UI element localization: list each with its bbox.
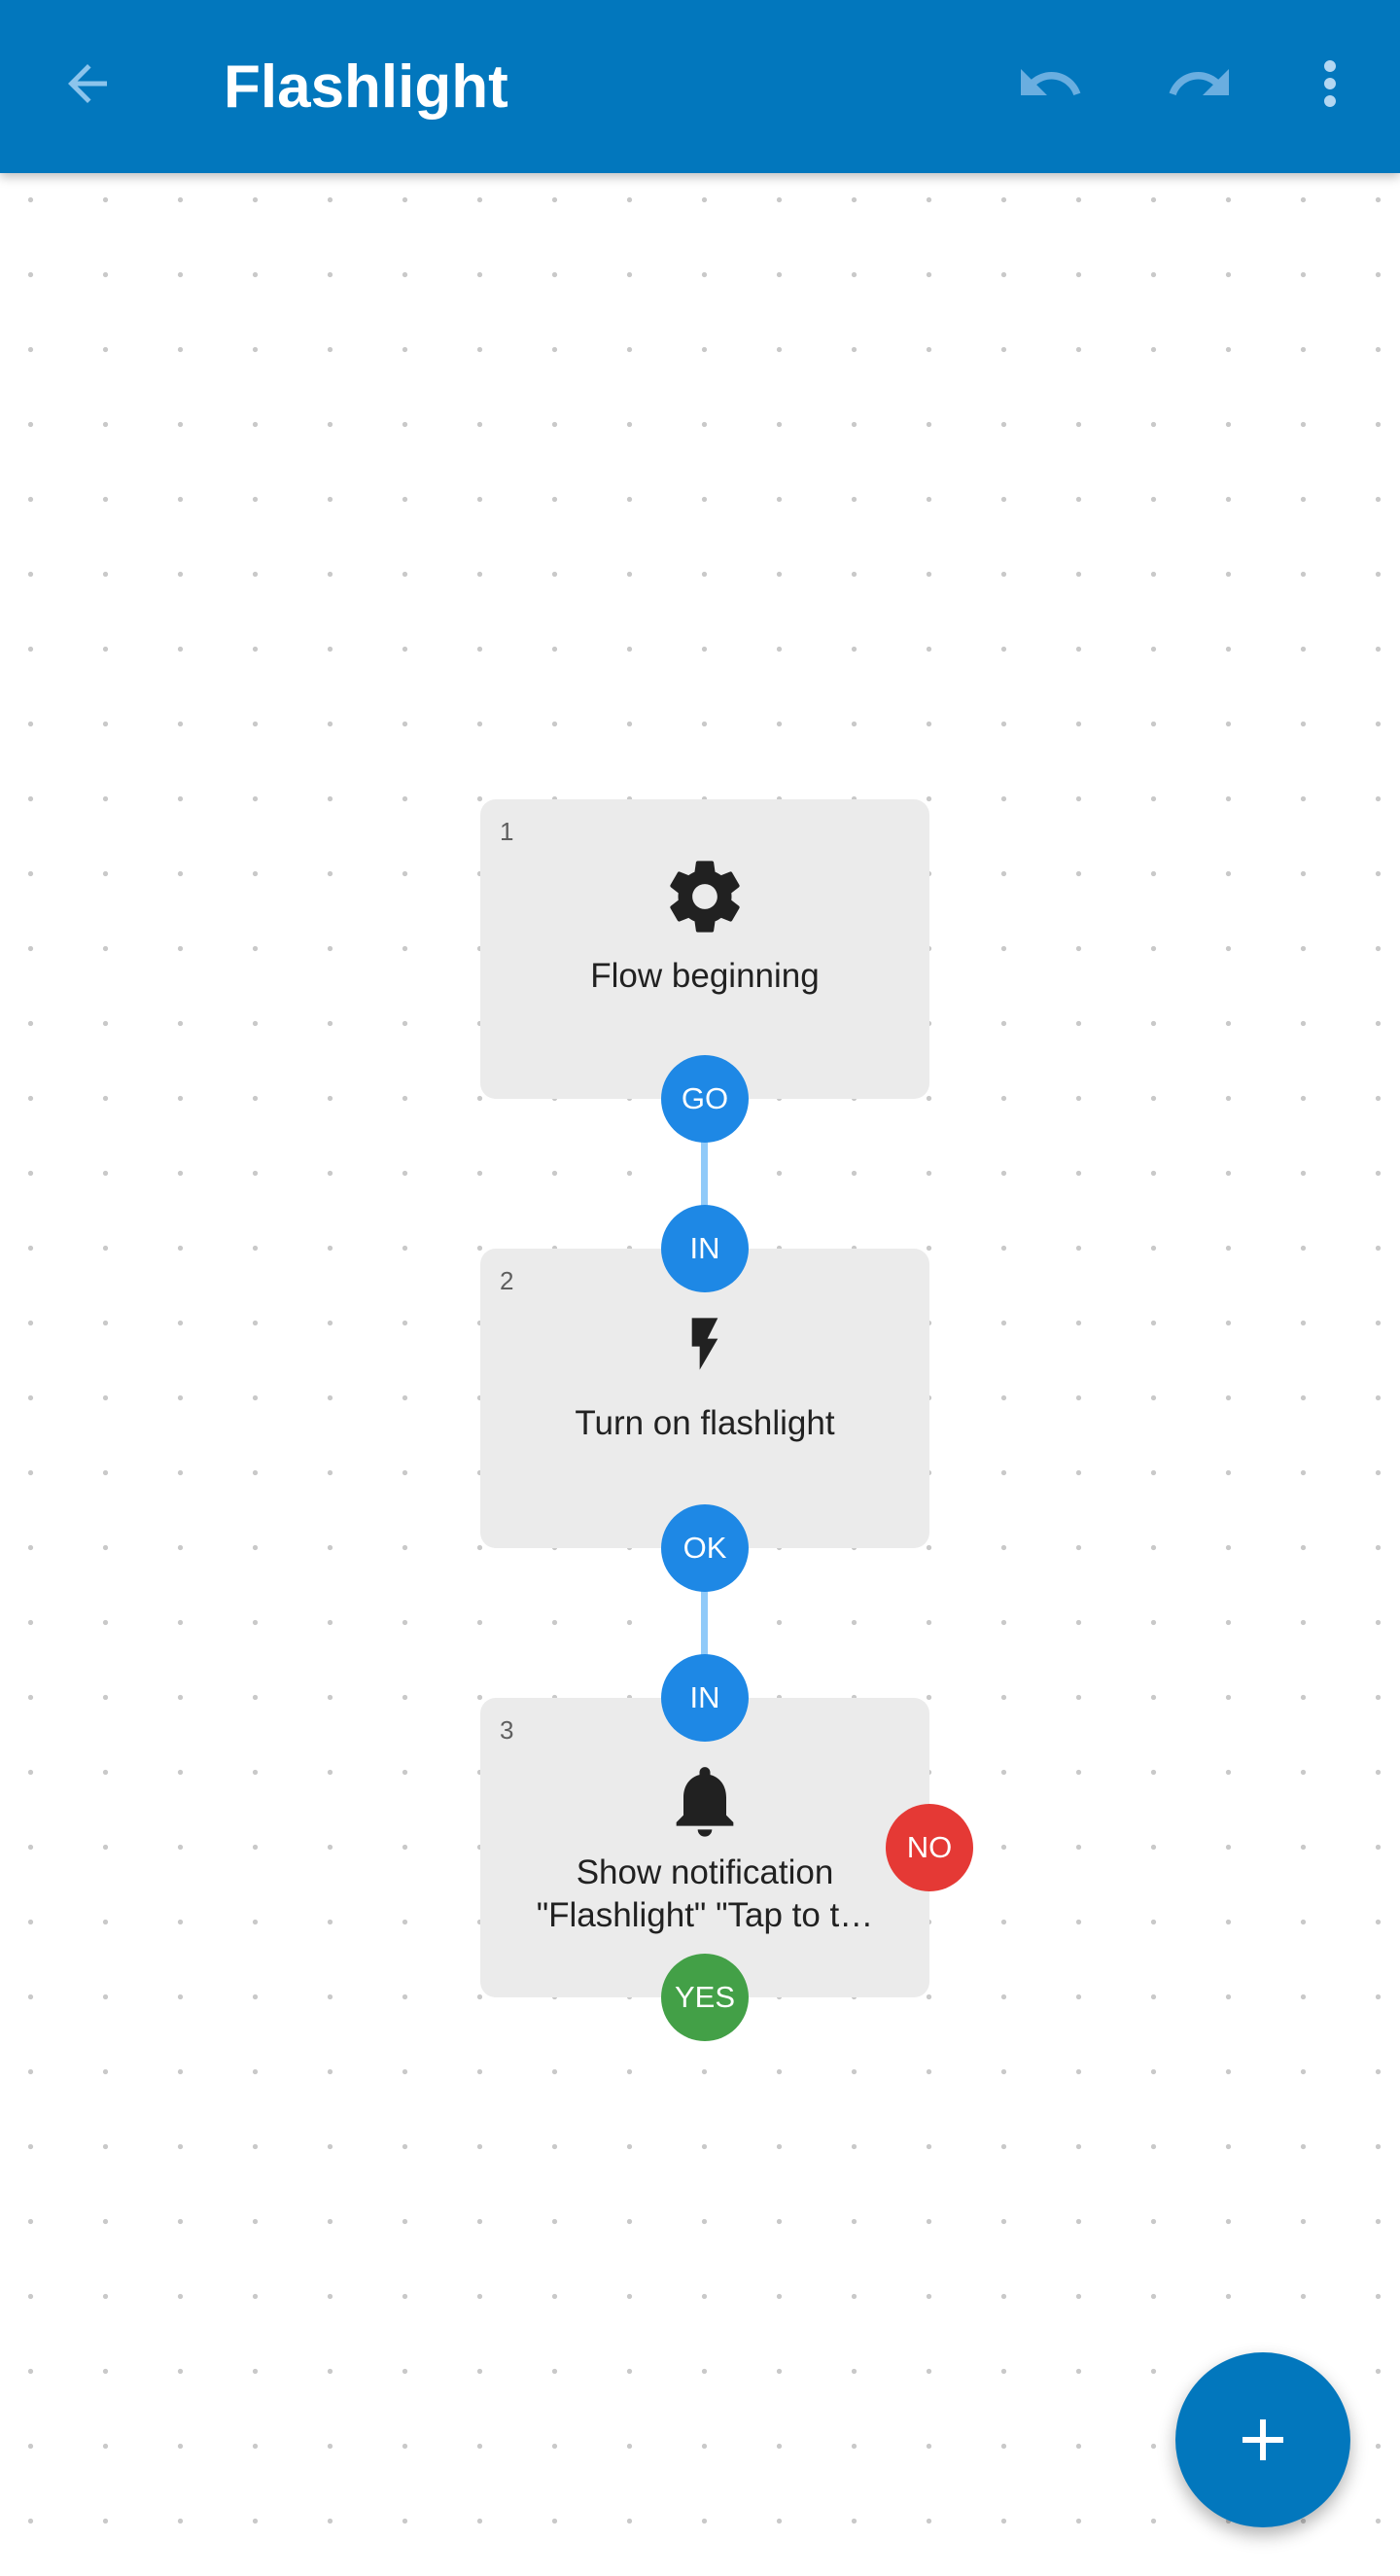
port-yes[interactable]: YES — [661, 1954, 749, 2041]
node-label: Turn on flashlight — [575, 1404, 835, 1442]
flow-node-3[interactable]: 3 Show notification "Flashlight" "Tap to… — [480, 1698, 929, 1997]
flow-node-1[interactable]: 1 Flow beginning — [480, 799, 929, 1099]
arrow-back-icon — [68, 64, 107, 103]
flash-icon — [691, 1318, 718, 1370]
node-label-line1: Show notification — [576, 1853, 834, 1891]
undo-button[interactable] — [1009, 43, 1091, 124]
app-bar: Flashlight — [0, 0, 1400, 173]
port-in[interactable]: IN — [661, 1205, 749, 1292]
back-button[interactable] — [47, 43, 128, 124]
connector-line — [701, 1128, 708, 1254]
gear-icon — [670, 861, 740, 933]
redo-button[interactable] — [1159, 43, 1241, 124]
port-no[interactable]: NO — [886, 1804, 973, 1891]
more-vert-icon — [1324, 60, 1336, 107]
port-in[interactable]: IN — [661, 1654, 749, 1742]
connector-line — [701, 1577, 708, 1704]
add-icon — [1242, 2419, 1283, 2460]
node-number: 1 — [500, 817, 514, 846]
node-number: 2 — [500, 1266, 514, 1295]
add-block-button[interactable] — [1175, 2352, 1350, 2527]
node-label-line2: "Flashlight" "Tap to t… — [536, 1896, 874, 1934]
port-ok[interactable]: OK — [661, 1504, 749, 1592]
page-title: Flashlight — [224, 53, 508, 121]
redo-icon — [1169, 69, 1229, 95]
flow-node-2[interactable]: 2 Turn on flashlight — [480, 1249, 929, 1548]
undo-icon — [1021, 69, 1081, 95]
more-options-button[interactable] — [1289, 43, 1371, 124]
port-go[interactable]: GO — [661, 1055, 749, 1143]
bell-icon — [676, 1767, 734, 1837]
node-number: 3 — [500, 1715, 514, 1745]
node-label: Flow beginning — [590, 957, 820, 995]
